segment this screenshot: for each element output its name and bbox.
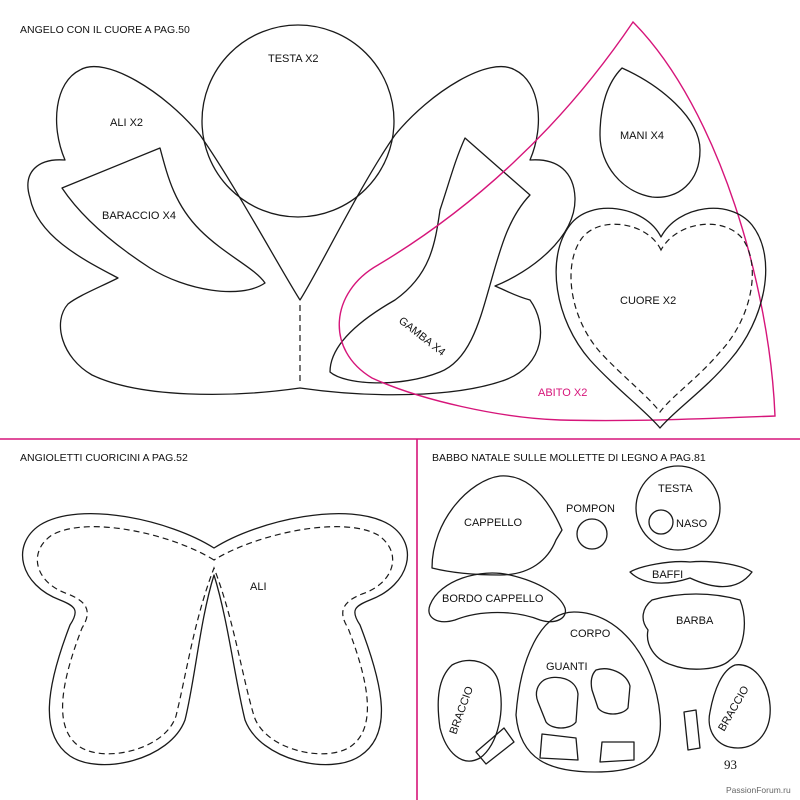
heart-outer-piece: [555, 207, 767, 429]
label-pompon: POMPON: [566, 503, 615, 515]
nose-piece: [648, 509, 674, 535]
label-braccio-right: BRACCIO: [716, 684, 752, 734]
label-testa: TESTA X2: [268, 53, 319, 65]
label-bordo-cappello: BORDO CAPPELLO: [442, 593, 544, 605]
dress-pink-outline: [338, 20, 776, 422]
label-angioletti-ali: ALI: [250, 581, 267, 593]
label-corpo: CORPO: [570, 628, 611, 640]
section-title-angelo: ANGELO CON IL CUORE A PAG.50: [20, 24, 190, 36]
label-testa-babbo: TESTA: [658, 483, 693, 495]
label-mani: MANI X4: [620, 130, 664, 142]
pompon-piece: [576, 518, 608, 550]
santa-head-piece: [635, 465, 721, 551]
wings-piece: [27, 65, 576, 396]
glove-right-piece: [590, 668, 631, 715]
label-cappello: CAPPELLO: [464, 517, 523, 529]
section-title-angioletti: ANGIOLETTI CUORICINI A PAG.52: [20, 452, 188, 464]
mustache-piece: [629, 560, 753, 588]
label-guanti: GUANTI: [546, 661, 588, 673]
heart-inner-dashed-line: [570, 223, 753, 413]
mitten-left-piece: [539, 733, 579, 761]
watermark: PassionForum.ru: [726, 785, 791, 795]
label-braccio: BARACCIO X4: [102, 210, 176, 222]
label-cuore: CUORE X2: [620, 295, 676, 307]
label-barba: BARBA: [676, 615, 714, 627]
label-ali: ALI X2: [110, 117, 143, 129]
right-arm-piece: [708, 664, 771, 749]
label-gamba: GAMBA X4: [396, 315, 447, 359]
left-arm-piece: [437, 659, 502, 762]
body-piece: [515, 611, 662, 773]
left-arm-cuff-piece: [475, 727, 515, 765]
page-number: 93: [724, 757, 737, 772]
mitten-right-piece: [599, 741, 635, 763]
hat-brim-piece: [428, 572, 567, 623]
hand-piece: [599, 67, 701, 198]
glove-left-piece: [535, 676, 579, 729]
right-arm-cuff-piece: [683, 709, 701, 751]
label-abito: ABITO X2: [538, 387, 587, 399]
angel-wings-inner-dashed-line: [36, 526, 394, 755]
label-baffi: BAFFI: [652, 569, 683, 581]
section-title-babbo: BABBO NATALE SULLE MOLLETTE DI LEGNO A P…: [432, 452, 706, 464]
label-braccio-left: BRACCIO: [448, 684, 477, 736]
angel-wings-outer-piece: [22, 513, 408, 766]
head-circle-piece: [201, 24, 395, 218]
beard-piece: [642, 593, 745, 670]
label-naso: NASO: [676, 518, 708, 530]
hat-piece: [431, 475, 563, 576]
arm-piece: [61, 147, 266, 293]
leg-piece: [329, 137, 531, 384]
